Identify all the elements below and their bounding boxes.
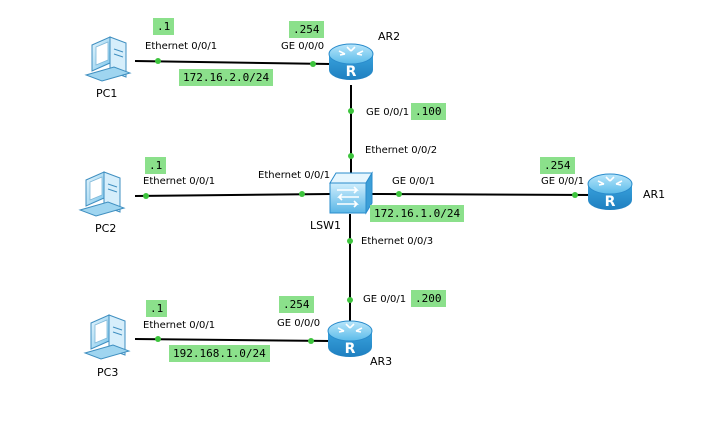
addr-tag-pc1: .1 <box>153 18 175 35</box>
port-label-lsw-eth002: Ethernet 0/0/2 <box>365 145 438 156</box>
port-dot-pc1 <box>155 58 161 64</box>
port-dot-lsw-eth002 <box>348 153 354 159</box>
port-label-pc3: Ethernet 0/0/1 <box>143 320 216 331</box>
port-label-ar2-ge001: GE 0/0/1 <box>366 107 410 118</box>
ar3-router-icon[interactable]: R <box>327 320 373 357</box>
port-label-ar2-ge000: GE 0/0/0 <box>281 41 325 52</box>
addr-tag-ar3-ge000: .254 <box>279 296 314 313</box>
port-dot-lsw-eth003 <box>347 238 353 244</box>
link-pc1-ar2 <box>134 60 331 65</box>
port-dot-ar1 <box>572 192 578 198</box>
port-dots <box>143 58 578 344</box>
addr-tag-pc3: .1 <box>146 300 168 317</box>
link-lsw1-ar1 <box>371 193 593 196</box>
pc1-label: PC1 <box>96 87 118 100</box>
port-label-ar3-ge001: GE 0/0/1 <box>363 294 407 305</box>
port-label-lsw-eth001: Ethernet 0/0/1 <box>258 170 331 181</box>
addr-tag-ar2-ge000: .254 <box>289 21 324 38</box>
svg-text:R: R <box>346 64 357 80</box>
lsw1-switch-icon[interactable] <box>329 171 373 215</box>
port-dot-lsw-eth001 <box>299 191 305 197</box>
network-tag-192-168-1: 192.168.1.0/24 <box>169 345 270 362</box>
port-dot-ar3-ge000 <box>308 338 314 344</box>
ar1-router-icon[interactable]: R <box>587 173 633 210</box>
lsw1-label: LSW1 <box>310 219 341 232</box>
pc1-icon[interactable] <box>84 36 132 82</box>
pc3-icon[interactable] <box>83 314 131 360</box>
port-label-lsw-ge001: GE 0/0/1 <box>392 176 436 187</box>
pc2-icon[interactable] <box>78 171 126 217</box>
addr-tag-ar2-ge001: .100 <box>411 103 446 120</box>
ar1-label: AR1 <box>643 188 666 201</box>
port-label-lsw-eth003: Ethernet 0/0/3 <box>361 236 434 247</box>
network-tag-172-16-2: 172.16.2.0/24 <box>179 69 274 86</box>
port-dot-pc2 <box>143 193 149 199</box>
port-dot-ar2-ge001 <box>348 108 354 114</box>
port-label-ar3-ge000: GE 0/0/0 <box>277 318 321 329</box>
port-dot-pc3 <box>155 336 161 342</box>
ar2-router-icon[interactable]: R <box>328 43 374 80</box>
port-dot-ar3-ge001 <box>347 297 353 303</box>
ar2-label: AR2 <box>378 30 401 43</box>
port-dot-ar2-ge000 <box>310 61 316 67</box>
port-label-pc1: Ethernet 0/0/1 <box>145 41 218 52</box>
svg-text:R: R <box>605 194 616 210</box>
link-pc2-lsw1 <box>134 193 331 197</box>
port-label-ar1-ge001: GE 0/0/1 <box>541 176 585 187</box>
links <box>134 60 593 342</box>
svg-text:R: R <box>345 341 356 357</box>
pc3-label: PC3 <box>97 366 119 379</box>
addr-tag-ar1: .254 <box>540 157 575 174</box>
port-dot-lsw-ge001 <box>396 191 402 197</box>
network-tag-172-16-1: 172.16.1.0/24 <box>370 205 465 222</box>
ar3-label: AR3 <box>370 355 393 368</box>
link-pc3-ar3 <box>134 338 331 342</box>
port-label-pc2: Ethernet 0/0/1 <box>143 176 216 187</box>
addr-tag-ar3-ge001: .200 <box>411 290 446 307</box>
addr-tag-pc2: .1 <box>145 157 167 174</box>
pc2-label: PC2 <box>95 222 117 235</box>
